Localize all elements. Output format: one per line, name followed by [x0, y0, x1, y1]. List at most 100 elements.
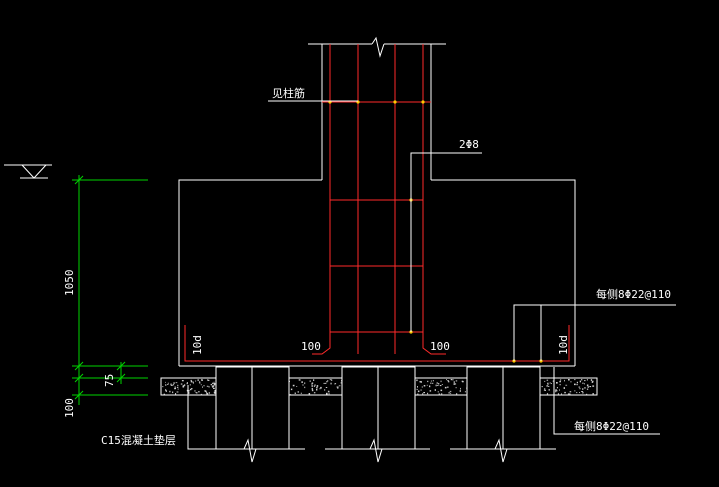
speckle-dot — [417, 386, 418, 388]
speckle-dot — [454, 383, 457, 385]
speckle-dot — [441, 393, 443, 395]
speckle-dot — [423, 392, 425, 394]
speckle-dot — [450, 379, 452, 381]
speckle-dot — [549, 382, 551, 384]
speckle-dot — [559, 380, 561, 383]
bottom-rebar-note: 每侧8Φ22@110 — [574, 419, 649, 433]
speckle-dot — [190, 388, 193, 390]
speckle-dot — [453, 383, 455, 385]
speckle-dot — [329, 379, 332, 381]
speckle-dot — [200, 393, 203, 396]
speckle-dot — [302, 384, 304, 386]
speckle-dot — [426, 384, 428, 386]
speckle-dot — [324, 389, 326, 391]
speckle-dot — [570, 381, 572, 383]
speckle-dot — [430, 380, 432, 382]
speckle-dot — [311, 387, 313, 390]
speckle-dot — [289, 394, 291, 395]
speckle-dot — [165, 384, 167, 386]
speckle-dot — [203, 385, 205, 387]
speckle-dot — [461, 380, 464, 382]
speckle-dot — [417, 390, 420, 393]
speckle-dot — [423, 385, 426, 387]
anchor-right-label: 10d — [557, 335, 570, 355]
speckle-dot — [180, 383, 183, 385]
speckle-dot — [591, 381, 594, 383]
speckle-dot — [438, 383, 440, 385]
speckle-dot — [167, 382, 169, 384]
speckle-dot — [557, 393, 559, 395]
speckle-dot — [432, 382, 434, 384]
speckle-dot — [330, 382, 332, 385]
speckle-dot — [189, 384, 191, 386]
speckle-dot — [174, 386, 176, 388]
speckle-dot — [194, 390, 196, 392]
speckle-dot — [565, 384, 568, 386]
speckle-dot — [586, 379, 588, 381]
speckle-dot — [320, 386, 322, 389]
speckle-dot — [564, 379, 565, 382]
speckle-dot — [581, 379, 583, 381]
speckle-dot — [289, 380, 290, 382]
speckle-dot — [456, 393, 458, 395]
speckle-dot — [592, 385, 595, 387]
speckle-dot — [447, 380, 449, 382]
speckle-dot — [337, 386, 339, 388]
speckle-dot — [326, 381, 328, 383]
speckle-dot — [328, 393, 330, 395]
cushion-note: C15混凝土垫层 — [101, 433, 176, 447]
speckle-dot — [186, 382, 188, 385]
speckle-dot — [175, 393, 177, 395]
speckle-dot — [186, 389, 188, 392]
speckle-dot — [170, 384, 173, 386]
speckle-dot — [314, 384, 316, 386]
speckle-dot — [290, 388, 293, 391]
speckle-dot — [308, 393, 311, 395]
speckle-dot — [427, 380, 429, 383]
speckle-dot — [177, 384, 179, 387]
speckle-dot — [579, 388, 581, 390]
speckle-dot — [181, 380, 184, 382]
speckle-dot — [544, 388, 546, 390]
speckle-dot — [213, 387, 215, 389]
speckle-dot — [316, 386, 318, 389]
speckle-dot — [189, 389, 192, 391]
speckle-dot — [311, 389, 314, 392]
speckle-dot — [545, 389, 546, 391]
speckle-dot — [416, 388, 418, 390]
speckle-dot — [192, 382, 194, 384]
speckle-dot — [201, 380, 203, 381]
speckle-dot — [547, 384, 549, 386]
pile-left — [199, 366, 305, 463]
speckle-dot — [546, 385, 548, 387]
speckle-dot — [192, 381, 194, 383]
hook-right-label: 100 — [430, 340, 450, 353]
speckle-dot — [304, 386, 306, 389]
speckle-dot — [574, 390, 576, 392]
speckle-dot — [434, 389, 436, 391]
speckle-dot — [576, 381, 578, 384]
speckle-dot — [195, 380, 197, 382]
column-rebar-note: 见柱筋 — [272, 86, 305, 100]
speckle-dot — [564, 391, 566, 394]
speckle-dot — [455, 380, 458, 382]
speckle-dot — [437, 391, 439, 393]
speckle-dot — [587, 385, 589, 388]
speckle-dot — [449, 390, 452, 392]
speckle-dot — [429, 390, 432, 392]
speckle-dot — [205, 392, 207, 394]
speckle-dot — [200, 384, 202, 386]
speckle-dot — [429, 385, 431, 388]
speckle-dot — [294, 392, 296, 394]
speckle-dot — [173, 382, 175, 384]
speckle-dot — [313, 379, 315, 381]
speckle-dot — [438, 393, 441, 396]
speckle-dot — [439, 385, 442, 387]
speckle-dot — [582, 382, 584, 384]
speckle-dot — [556, 382, 558, 384]
speckle-dot — [169, 390, 171, 393]
speckle-dot — [440, 380, 442, 383]
speckle-dot — [437, 384, 439, 386]
hook-left-label: 100 — [301, 340, 321, 353]
speckle-dot — [208, 392, 210, 394]
